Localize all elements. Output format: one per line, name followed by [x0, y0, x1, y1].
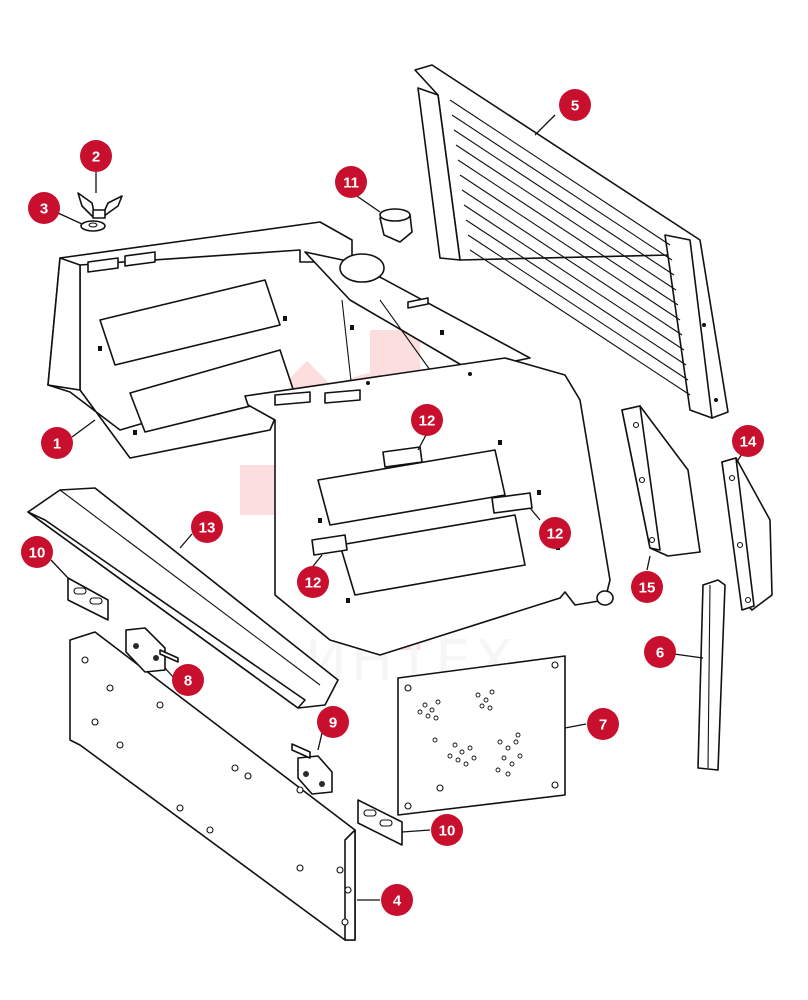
part-radiator-grille [414, 64, 729, 419]
callout-10: 10 [431, 814, 463, 846]
callout-number: 12 [547, 526, 564, 543]
callout-number: 6 [656, 645, 664, 662]
callout-badge [381, 884, 413, 916]
callout-badge [317, 706, 349, 738]
callout-badge [172, 664, 204, 696]
hole-pattern [417, 689, 523, 777]
callout-number: 1 [53, 436, 61, 453]
callout-number: 7 [599, 717, 607, 734]
callout-number: 10 [29, 545, 46, 562]
part-front-panel [244, 357, 614, 656]
callout-badge [539, 517, 571, 549]
part-washer [80, 220, 106, 232]
callout-number: 12 [305, 575, 322, 592]
callout-number: 12 [419, 413, 436, 430]
part-vertical-post [697, 579, 726, 771]
callout-badge [80, 140, 112, 172]
callout-14: 14 [732, 425, 764, 457]
callout-badge [732, 425, 764, 457]
callout-badge [587, 708, 619, 740]
callout-number: 8 [184, 673, 192, 690]
callout-number: 4 [393, 893, 402, 910]
callout-11: 11 [335, 166, 367, 198]
part-rear-housing [47, 221, 531, 459]
callout-number: 13 [199, 520, 216, 537]
callout-badge [41, 427, 73, 459]
part-pad-upper [67, 577, 109, 621]
part-cap [379, 208, 413, 243]
callout-1: 1 [41, 427, 73, 459]
callout-badge [559, 89, 591, 121]
callout-5: 5 [559, 89, 591, 121]
callout-badge [411, 404, 443, 436]
callout-badge [297, 566, 329, 598]
part-top-cover [27, 487, 339, 709]
callout-number: 10 [439, 823, 456, 840]
callout-15: 15 [631, 571, 663, 603]
callout-badge [21, 536, 53, 568]
callout-8: 8 [172, 664, 204, 696]
callout-number: 9 [329, 715, 337, 732]
callout-number: 2 [92, 149, 100, 166]
callout-10: 10 [21, 536, 53, 568]
callout-badge [631, 571, 663, 603]
callout-number: 11 [343, 175, 359, 192]
callout-7: 7 [587, 708, 619, 740]
callout-number: 5 [571, 98, 579, 115]
callout-9: 9 [317, 706, 349, 738]
callout-4: 4 [381, 884, 413, 916]
callout-number: 3 [40, 201, 48, 218]
part-lower-plate [69, 631, 356, 941]
callout-12: 12 [539, 517, 571, 549]
callout-badge [191, 511, 223, 543]
part-mount-plate [397, 655, 566, 816]
grille-slats [449, 99, 691, 396]
callout-badge [28, 192, 60, 224]
part-pad-lower [357, 799, 403, 846]
callout-13: 13 [191, 511, 223, 543]
callout-3: 3 [28, 192, 60, 224]
part-hinge-bracket-upper [125, 627, 179, 673]
callout-6: 6 [644, 636, 676, 668]
callout-12: 12 [297, 566, 329, 598]
callout-number: 14 [740, 434, 757, 451]
callout-badge [431, 814, 463, 846]
callout-12: 12 [411, 404, 443, 436]
callout-2: 2 [80, 140, 112, 172]
plate-holes [81, 656, 352, 926]
part-side-bracket-right [721, 457, 773, 611]
part-wing-nut [77, 192, 123, 219]
callout-badge [335, 166, 367, 198]
callout-number: 15 [639, 580, 656, 597]
callout-badge [644, 636, 676, 668]
part-side-bracket-left [621, 405, 701, 557]
part-hinge-bracket-lower [291, 743, 333, 795]
